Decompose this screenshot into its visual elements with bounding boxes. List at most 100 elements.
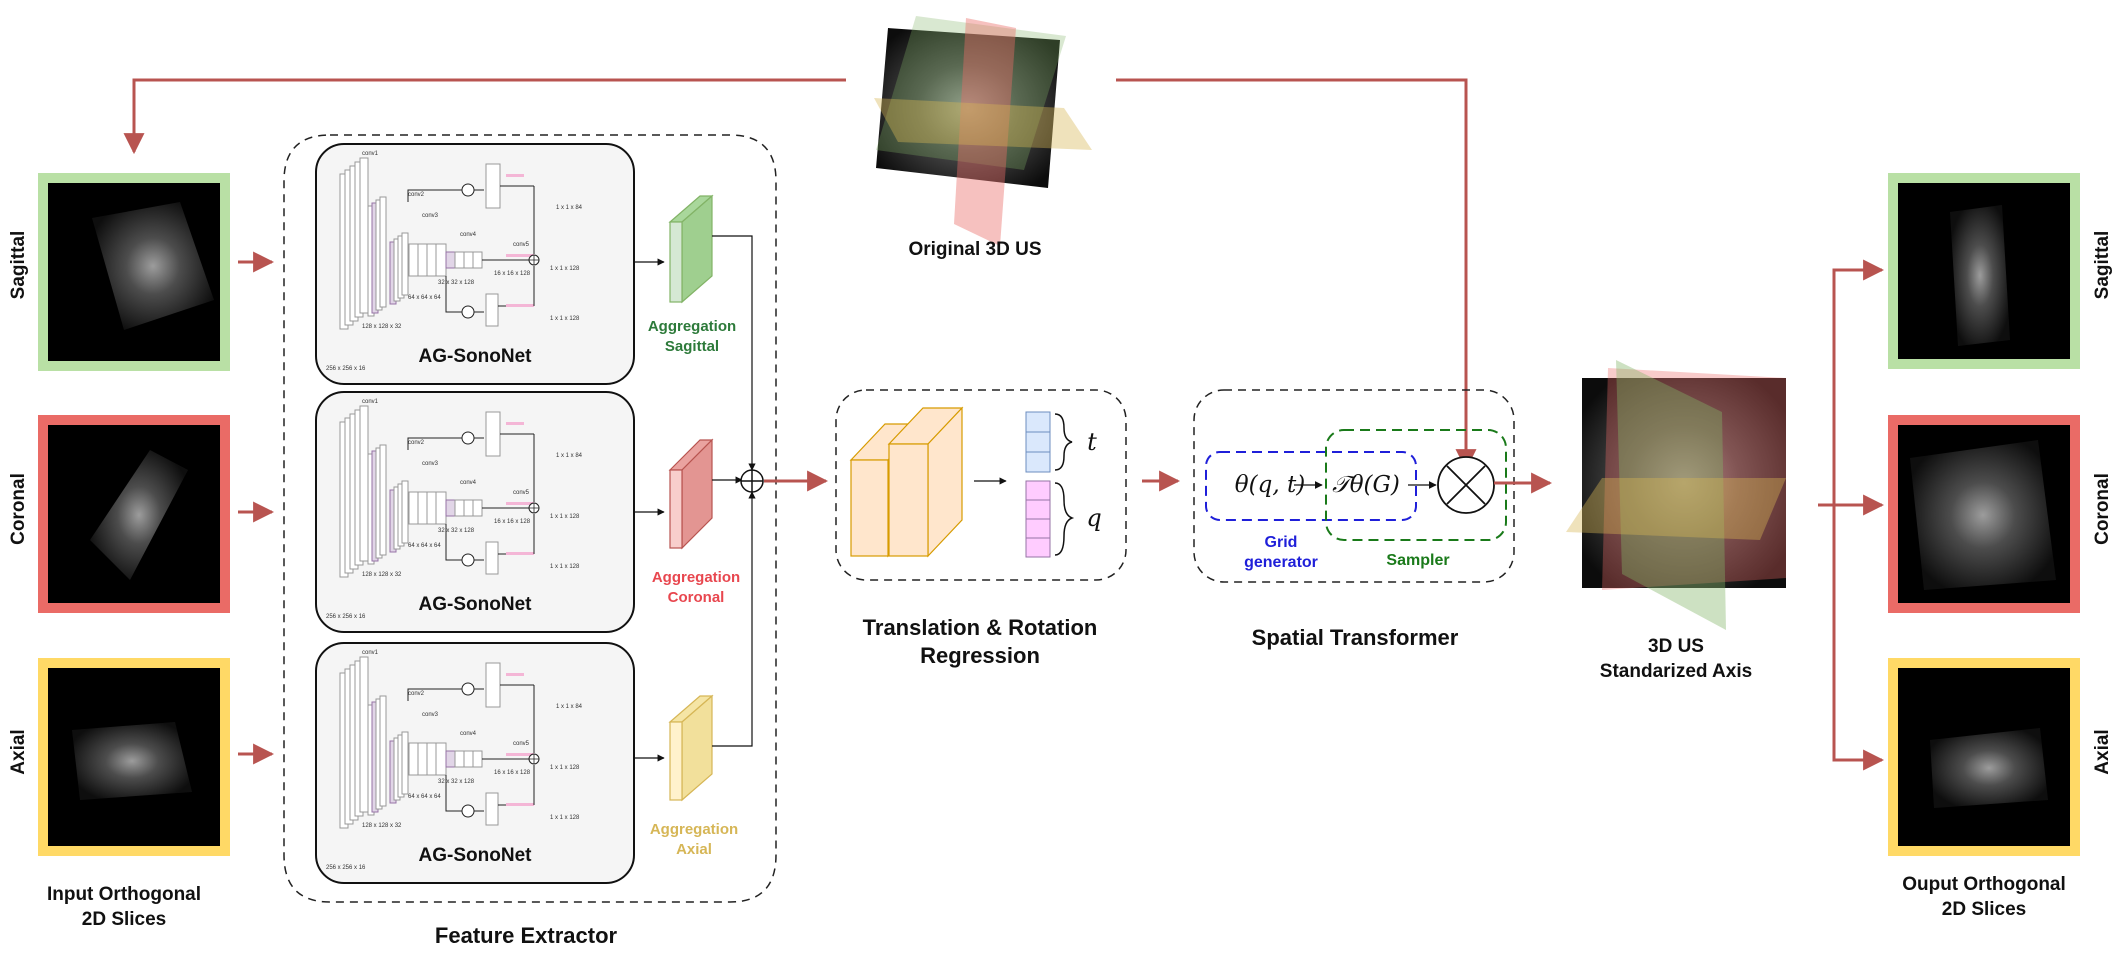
label-size-64: 64 x 64 x 64 xyxy=(408,295,441,301)
input-caption-line2: 2D Slices xyxy=(82,909,167,930)
label-size-128: 128 x 128 x 32 xyxy=(362,823,402,829)
aggregation-axial-block xyxy=(668,694,714,802)
label-vec-128-b: 1 x 1 x 128 xyxy=(550,564,580,570)
output-plane-label-sagittal: Sagittal xyxy=(2092,231,2113,300)
input-plane-label-axial: Axial xyxy=(8,729,29,774)
aggregation-axial-line1: Aggregation xyxy=(650,821,738,838)
sampler-box xyxy=(1325,429,1507,541)
label-size-32: 32 x 32 x 128 xyxy=(438,528,475,534)
original-3d-title: Original 3D US xyxy=(908,239,1041,260)
arrow-original-to-input xyxy=(123,78,846,155)
aggregation-sagittal-line1: Aggregation xyxy=(648,318,736,335)
input-coronal-texture xyxy=(90,450,188,580)
grid-generator-line1: Grid xyxy=(1265,534,1298,551)
standardized-line1: 3D US xyxy=(1648,636,1704,657)
label-vec-84: 1 x 1 x 84 xyxy=(556,205,583,211)
regression-border xyxy=(835,389,1127,581)
spatial-transformer: θ(q, t) 𝒯θ(G) Grid generator Sampler xyxy=(1193,389,1515,583)
label-size-16: 16 x 16 x 128 xyxy=(494,770,531,776)
output-caption-line2: 2D Slices xyxy=(1942,899,2027,920)
label-conv5: conv5 xyxy=(513,490,530,496)
label-vec-84: 1 x 1 x 84 xyxy=(556,704,583,710)
standardized-3d-volume: 3D US Standarized Axis xyxy=(1566,360,1786,682)
concat-circle xyxy=(740,469,764,493)
theta-label: θ(q, t) xyxy=(1235,472,1305,498)
input-slices: Sagittal Coronal Axial Input Orthogonal … xyxy=(8,173,230,930)
aggregation-coronal-line1: Aggregation xyxy=(652,569,740,586)
regression-title-line1: Translation & Rotation xyxy=(863,615,1098,640)
label-conv3: conv3 xyxy=(422,213,439,219)
label-conv2: conv2 xyxy=(408,192,425,198)
original-3d-volume: Original 3D US xyxy=(874,16,1092,260)
aggregation-axial-line2: Axial xyxy=(676,841,712,858)
regression-block: t q xyxy=(835,389,1127,581)
regression-t: t xyxy=(1087,428,1097,456)
label-conv4: conv4 xyxy=(460,232,477,238)
output-caption-line1: Ouput Orthogonal xyxy=(1902,874,2066,895)
aggregation-sagittal-line2: Sagittal xyxy=(665,338,719,355)
aggregation-sagittal-block xyxy=(668,194,714,304)
label-size-128: 128 x 128 x 32 xyxy=(362,324,402,330)
label-size-64: 64 x 64 x 64 xyxy=(408,794,441,800)
ag-sononet-axial: conv1 conv2 conv3 conv4 conv5 256 x 256 … xyxy=(315,642,635,884)
output-plane-label-coronal: Coronal xyxy=(2092,473,2113,545)
input-caption-line1: Input Orthogonal xyxy=(47,884,201,905)
feature-extractor: Feature Extractor conv1 conv2 conv3 conv… xyxy=(283,134,777,948)
ag-sononet-coronal: conv1 conv2 conv3 conv4 conv5 256 x 256 … xyxy=(315,391,635,633)
label-conv1: conv1 xyxy=(362,399,379,405)
standardized-line2: Standarized Axis xyxy=(1600,661,1752,682)
regression-q: q xyxy=(1086,504,1101,532)
label-vec-128-a: 1 x 1 x 128 xyxy=(550,266,580,272)
transform-label: 𝒯θ(G) xyxy=(1332,472,1400,498)
label-vec-128-a: 1 x 1 x 128 xyxy=(550,765,580,771)
volume-cube xyxy=(876,28,1060,188)
sampler-label: Sampler xyxy=(1386,552,1449,569)
label-size-64: 64 x 64 x 64 xyxy=(408,543,441,549)
grid-generator-box xyxy=(1205,451,1417,521)
output-coronal-texture xyxy=(1910,440,2056,590)
label-conv3: conv3 xyxy=(422,712,439,718)
label-conv2: conv2 xyxy=(408,440,425,446)
grid-generator-line2: generator xyxy=(1244,554,1318,571)
input-plane-label-coronal: Coronal xyxy=(8,473,29,545)
label-vec-84: 1 x 1 x 84 xyxy=(556,453,583,459)
output-axial-texture xyxy=(1930,728,2048,808)
label-vec-128-b: 1 x 1 x 128 xyxy=(550,316,580,322)
label-size-32: 32 x 32 x 128 xyxy=(438,280,475,286)
label-conv3: conv3 xyxy=(422,461,439,467)
label-conv4: conv4 xyxy=(460,480,477,486)
aggregation-coronal-line2: Coronal xyxy=(668,589,725,606)
label-size-32: 32 x 32 x 128 xyxy=(438,779,475,785)
ag-sononet-sagittal: conv1 conv2 conv3 conv4 conv5 256 x 256 … xyxy=(315,143,635,385)
input-axial-texture xyxy=(72,722,192,800)
label-conv1: conv1 xyxy=(362,151,379,157)
ag-sononet-label: AG-SonoNet xyxy=(419,346,533,367)
ag-sononet-label: AG-SonoNet xyxy=(419,845,533,866)
label-size-256: 256 x 256 x 16 xyxy=(326,614,366,620)
output-arrows xyxy=(1818,259,1885,771)
output-sagittal-texture xyxy=(1950,205,2010,346)
label-conv1: conv1 xyxy=(362,650,379,656)
label-vec-128-b: 1 x 1 x 128 xyxy=(550,815,580,821)
label-vec-128-a: 1 x 1 x 128 xyxy=(550,514,580,520)
aggregation-coronal-block xyxy=(668,438,714,550)
input-coronal-slice xyxy=(38,415,230,613)
feature-extractor-border xyxy=(283,134,777,903)
label-conv5: conv5 xyxy=(513,242,530,248)
label-conv5: conv5 xyxy=(513,741,530,747)
output-plane-label-axial: Axial xyxy=(2092,729,2113,774)
label-size-128: 128 x 128 x 32 xyxy=(362,572,402,578)
arrow-original-to-sampler xyxy=(1116,78,1477,471)
spatial-transformer-border xyxy=(1193,389,1515,583)
label-size-16: 16 x 16 x 128 xyxy=(494,519,531,525)
standardized-cube xyxy=(1582,378,1786,588)
input-sagittal-texture xyxy=(92,202,214,330)
label-size-256: 256 x 256 x 16 xyxy=(326,366,366,372)
output-slices: Sagittal Coronal Axial Ouput Orthogonal … xyxy=(1888,173,2113,920)
feature-extractor-title: Feature Extractor xyxy=(435,923,618,948)
label-conv2: conv2 xyxy=(408,691,425,697)
ag-sononet-label: AG-SonoNet xyxy=(419,594,533,615)
input-plane-label-sagittal: Sagittal xyxy=(8,231,29,300)
